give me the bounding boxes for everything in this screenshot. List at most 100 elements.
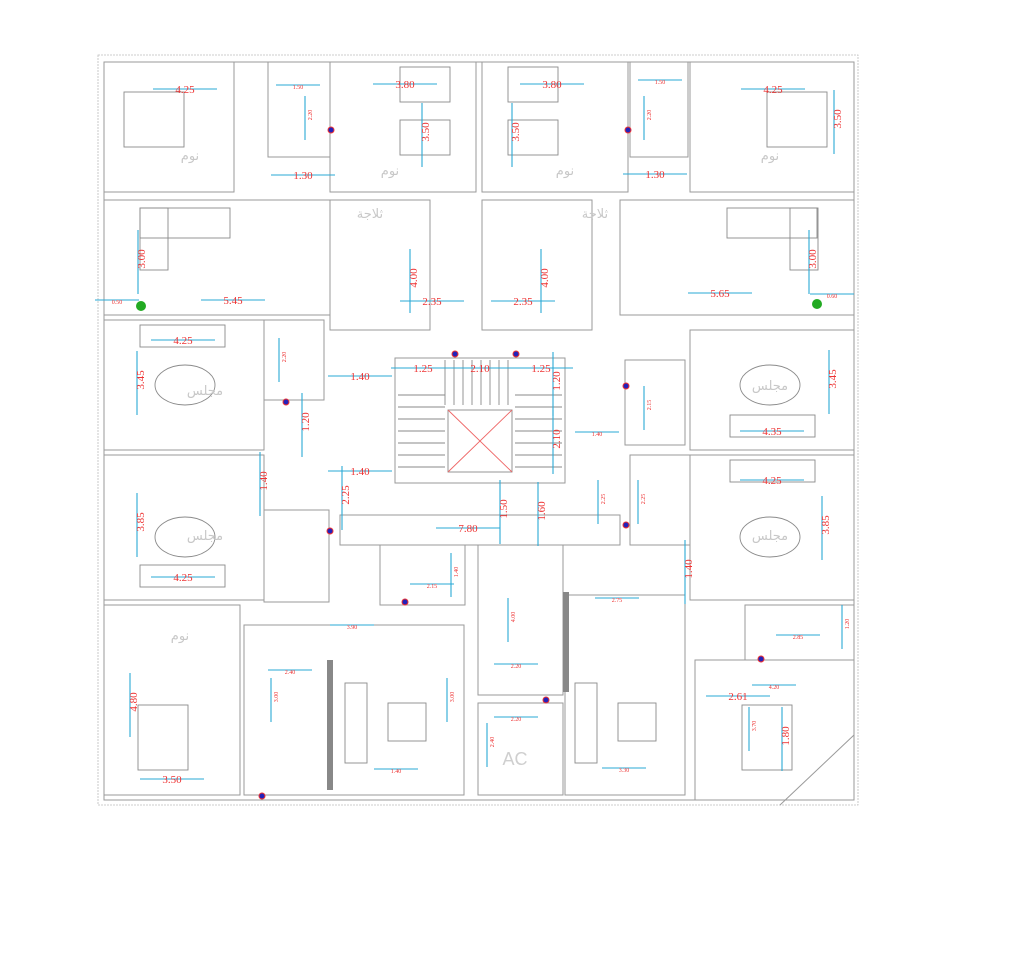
dimension-label: 2.25 — [601, 494, 607, 505]
point-marker — [542, 696, 550, 704]
point-marker — [327, 126, 335, 134]
dimension-label: 3.00 — [807, 249, 819, 269]
dimension-label: 3.00 — [136, 249, 148, 269]
dimension-label: 1.60 — [536, 501, 548, 521]
dimension-label: 1.40 — [350, 371, 370, 383]
dimension-label: 1.25 — [413, 363, 433, 375]
room-label: نوم — [381, 164, 399, 179]
point-marker — [401, 598, 409, 606]
dimension-label: 1.30 — [645, 169, 665, 181]
dimension-label: 7.80 — [458, 523, 478, 535]
dimension-label: 3.50 — [162, 774, 182, 786]
dimension-label: 0.60 — [827, 294, 838, 300]
dimension-label: 5.45 — [223, 295, 243, 307]
dimension-label: 4.35 — [762, 426, 782, 438]
room-label: ثلاجة — [582, 207, 609, 222]
dimension-label: 2.85 — [793, 635, 804, 641]
dimension-label: 2.20 — [308, 110, 314, 121]
dimension-label: 1.40 — [350, 466, 370, 478]
dimension-label: 2.61 — [728, 691, 747, 703]
dimension-label: 2.10 — [551, 429, 563, 449]
dimension-label: 3.85 — [135, 512, 147, 532]
dimension-label: 4.80 — [128, 692, 140, 712]
markers — [136, 126, 822, 800]
room-labels: نوم نوم نوم نوم مجلس مجلس مجلس مجلس ثلاجة ثلاجة نو… — [171, 149, 788, 769]
dimension-label: 1.40 — [592, 432, 603, 438]
dimension-label: 2.20 — [282, 352, 288, 363]
dimension-label: 1.25 — [531, 363, 551, 375]
walls — [97, 54, 859, 806]
dimension-label: 3.50 — [832, 109, 844, 129]
dimension-label: 1.50 — [293, 85, 304, 91]
plant-icon — [812, 299, 822, 309]
stairs — [398, 360, 562, 468]
dimension-label: 1.20 — [551, 371, 563, 391]
dimension-label: 2.10 — [470, 363, 490, 375]
dimension-label: 3.85 — [820, 515, 832, 535]
room-label: مجلس — [187, 384, 223, 399]
dimension-label: 2.25 — [340, 485, 352, 505]
room-label: مجلس — [752, 379, 788, 394]
dimension-label: 3.50 — [510, 122, 522, 142]
dimension-label: 2.20 — [511, 664, 522, 670]
dimension-label: 1.20 — [300, 412, 312, 432]
room-label: نوم — [181, 149, 199, 164]
room-label: مجلس — [187, 529, 223, 544]
point-marker — [624, 126, 632, 134]
dimension-label: 2.40 — [490, 737, 496, 748]
dimension-label: 1.50 — [655, 80, 666, 86]
dimension-label: 4.25 — [173, 335, 193, 347]
dimension-label: 4.25 — [763, 84, 783, 96]
dimension-label: 4.20 — [769, 685, 780, 691]
dimension-lines: 4.25 1.50 2.20 3.80 3.50 3.80 3.50 1.50 2.20 4.25… — [95, 79, 854, 786]
dimension-label: 1.50 — [498, 499, 510, 519]
dimension-label: 3.30 — [619, 768, 630, 774]
dimension-label: 1.40 — [454, 567, 460, 578]
dimension-label: 4.00 — [408, 268, 420, 288]
dimension-label: 3.70 — [752, 721, 758, 732]
dimension-label: 2.75 — [612, 598, 623, 604]
dimension-label: 1.30 — [293, 170, 313, 182]
dimension-label: 3.50 — [420, 122, 432, 142]
dimension-label: 4.25 — [173, 572, 193, 584]
point-marker — [622, 521, 630, 529]
dimension-label: 2.15 — [647, 400, 653, 411]
dimension-label: 3.45 — [827, 369, 839, 389]
point-marker — [622, 382, 630, 390]
dimension-label: 0.50 — [112, 300, 123, 306]
dimension-label: 3.80 — [542, 79, 562, 91]
room-label: ثلاجة — [357, 207, 384, 222]
dimension-label: 4.00 — [539, 268, 551, 288]
ac-label: AC — [502, 749, 527, 769]
dimension-label: 3.80 — [395, 79, 415, 91]
dimension-label: 3.00 — [450, 692, 456, 703]
furniture — [123, 66, 828, 790]
dimension-label: 1.40 — [391, 769, 402, 775]
point-marker — [757, 655, 765, 663]
dimension-label: 3.90 — [347, 625, 358, 631]
point-marker — [258, 792, 266, 800]
dimension-label: 1.20 — [845, 619, 851, 630]
point-marker — [326, 527, 334, 535]
dimension-label: 4.00 — [511, 612, 517, 623]
dimension-label: 2.35 — [422, 296, 442, 308]
dimension-label: 2.40 — [285, 670, 296, 676]
dimension-label: 2.35 — [513, 296, 533, 308]
room-label: نوم — [556, 164, 574, 179]
dimension-label: 4.25 — [762, 475, 782, 487]
dimension-label: 2.25 — [641, 494, 647, 505]
dimension-label: 1.40 — [258, 471, 270, 491]
room-label: مجلس — [752, 529, 788, 544]
plant-icon — [136, 301, 146, 311]
point-marker — [451, 350, 459, 358]
dimension-label: 3.00 — [274, 692, 280, 703]
point-marker — [282, 398, 290, 406]
dimension-label: 3.45 — [135, 370, 147, 390]
dimension-label: 2.20 — [647, 110, 653, 121]
room-label: نوم — [171, 629, 189, 644]
dimension-label: 2.20 — [511, 717, 522, 723]
dimension-label: 5.65 — [710, 288, 730, 300]
room-label: نوم — [761, 149, 779, 164]
dimension-label: 4.25 — [175, 84, 195, 96]
